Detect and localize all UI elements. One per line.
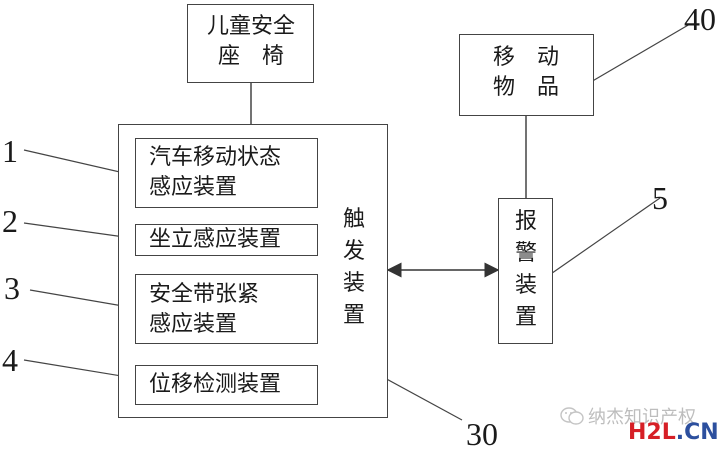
ref-number-2: 2 bbox=[2, 203, 18, 239]
vehicle-motion-sensor-label: 汽车移动状态 感应装置 bbox=[149, 145, 282, 200]
child-seat-label: 儿童安全 座 椅 bbox=[206, 14, 295, 69]
ref-number-4: 4 bbox=[2, 342, 18, 378]
ref-number-40: 40 bbox=[684, 1, 716, 37]
wechat-icon bbox=[560, 407, 584, 425]
seated-sensor-label: 坐立感应装置 bbox=[149, 227, 282, 252]
displacement-sensor-label: 位移检测装置 bbox=[149, 372, 282, 397]
h2l-logo: H2L.CN bbox=[628, 420, 719, 445]
moving-object-box bbox=[459, 34, 594, 116]
watermark-text: 纳杰知识产权 bbox=[588, 407, 696, 428]
leader-line-5 bbox=[544, 197, 661, 279]
displacement-sensor-box bbox=[135, 365, 318, 405]
ref-number-3: 3 bbox=[4, 270, 20, 306]
moving-object-label: 移 动 物 品 bbox=[492, 45, 559, 100]
h2l-logo-text: H2L bbox=[628, 420, 676, 445]
alarm-device-box bbox=[498, 198, 553, 344]
trigger-device-label: 触 发 装 置 bbox=[342, 207, 365, 328]
seated-sensor-box bbox=[135, 224, 318, 256]
h2l-logo-domain: .CN bbox=[675, 420, 719, 445]
ref-number-1: 1 bbox=[2, 133, 18, 169]
vehicle-motion-sensor-box bbox=[135, 138, 318, 208]
alarm-device-label: 报 警 装 置 bbox=[514, 209, 537, 330]
belt-tension-sensor-label: 安全带张紧 感应装置 bbox=[149, 282, 260, 337]
child-seat-box bbox=[187, 4, 314, 83]
ref-number-5: 5 bbox=[652, 180, 668, 216]
belt-tension-sensor-box bbox=[135, 274, 318, 344]
ref-number-30: 30 bbox=[466, 416, 498, 452]
